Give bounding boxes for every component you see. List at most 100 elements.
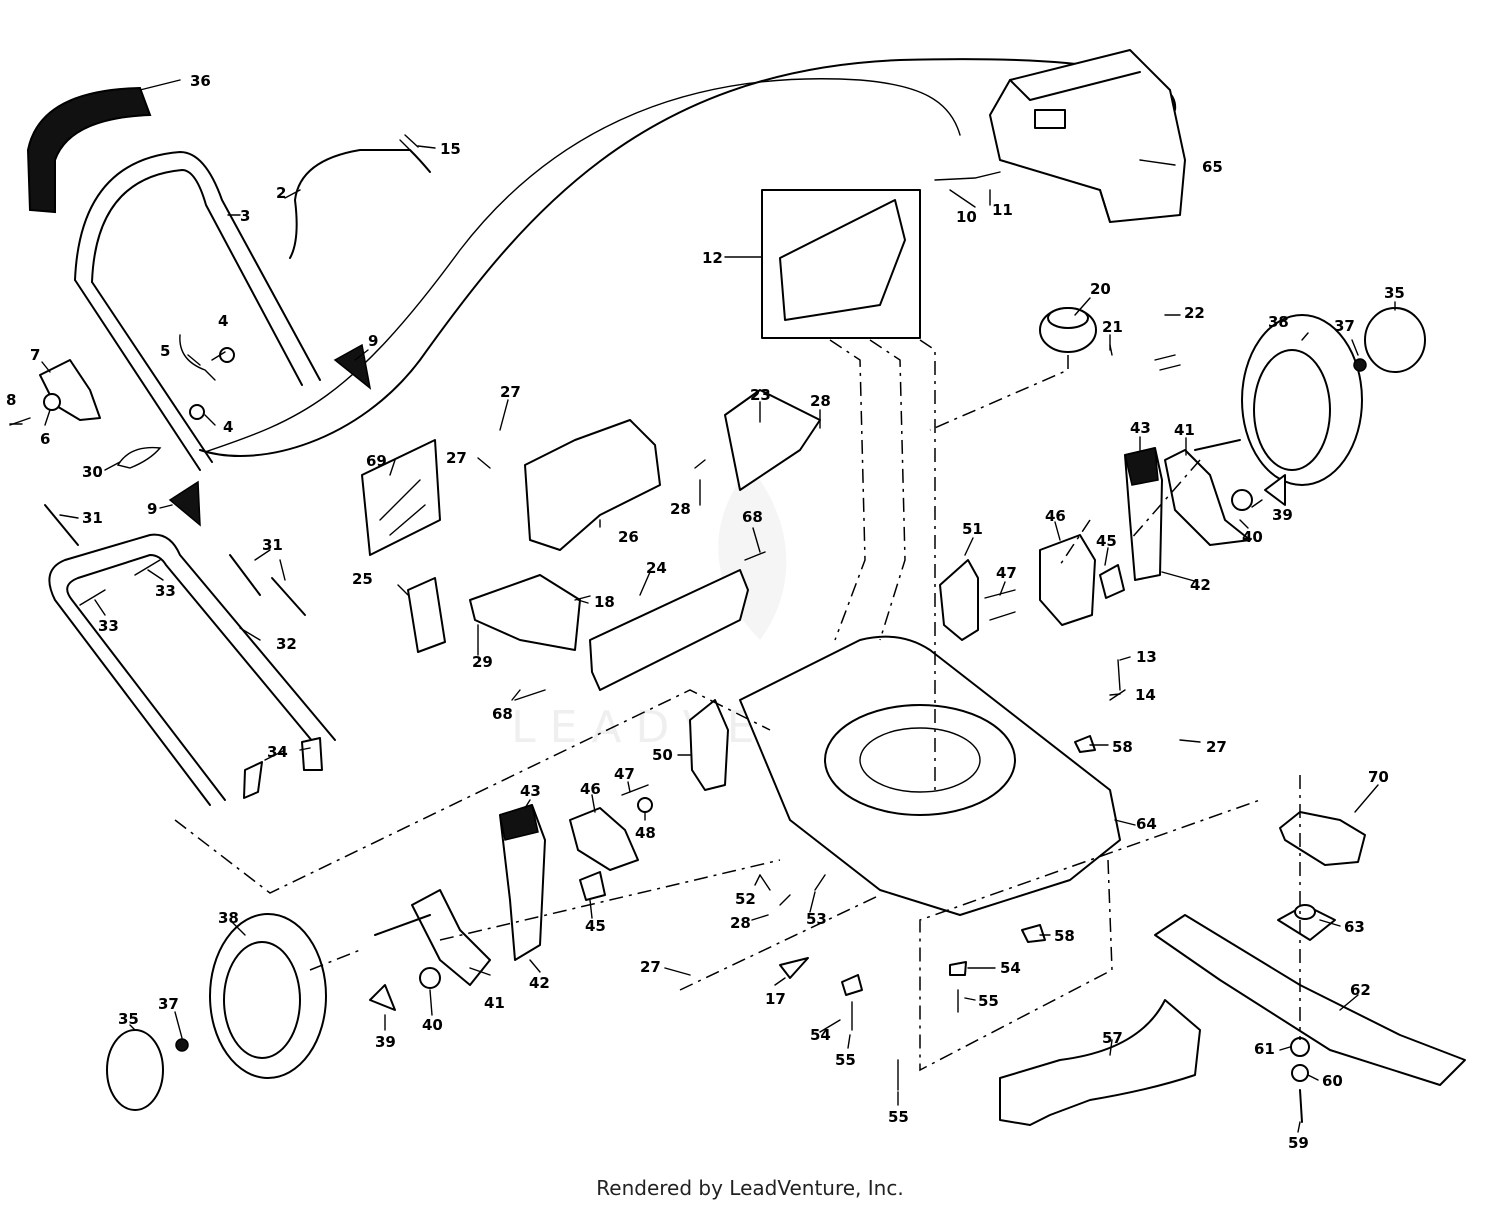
rear-hinge-left [407, 577, 446, 653]
callout-55b: 55 [835, 1051, 856, 1069]
hubcap-left [106, 1029, 164, 1111]
callout-12: 12 [702, 249, 723, 267]
callout-28c: 28 [730, 914, 751, 932]
callout-68b: 68 [742, 508, 763, 526]
callout-5: 5 [160, 342, 170, 360]
callout-28a: 28 [810, 392, 831, 410]
callout-37b: 37 [158, 995, 179, 1013]
callout-45b: 45 [585, 917, 606, 935]
callout-11: 11 [992, 201, 1013, 219]
handle-grip [26, 86, 152, 214]
callout-47a: 47 [996, 564, 1017, 582]
control-cable-end [204, 78, 961, 453]
callout-15: 15 [440, 140, 461, 158]
callout-labels: 36 15 2 3 4 5 9 7 8 6 4 30 9 31 31 33 33… [6, 72, 1405, 1152]
callout-61: 61 [1254, 1040, 1275, 1058]
callout-18: 18 [594, 593, 615, 611]
callout-2: 2 [276, 184, 286, 202]
callout-8: 8 [6, 391, 16, 409]
callout-55c: 55 [888, 1108, 909, 1126]
callout-43a: 43 [1130, 419, 1151, 437]
callout-53: 53 [806, 910, 827, 928]
callout-35b: 35 [118, 1010, 139, 1028]
callout-10: 10 [956, 208, 977, 226]
handle-knob-lower [168, 480, 201, 527]
callout-34: 34 [267, 743, 288, 761]
callout-35a: 35 [1384, 284, 1405, 302]
reference-lines [174, 339, 1301, 1072]
callout-21: 21 [1102, 318, 1123, 336]
operator-bail [289, 149, 431, 259]
callout-40a: 40 [1242, 528, 1263, 546]
callout-51: 51 [962, 520, 983, 538]
callout-38a: 38 [1268, 313, 1289, 331]
handle-knob-upper [333, 343, 372, 390]
axle-bracket-front-left [689, 699, 729, 791]
callout-24: 24 [646, 559, 667, 577]
callout-48: 48 [635, 824, 656, 842]
callout-14: 14 [1135, 686, 1156, 704]
deflector-70 [1279, 811, 1366, 866]
callout-69: 69 [366, 452, 387, 470]
callout-63: 63 [1344, 918, 1365, 936]
cutting-blade [1154, 914, 1466, 1086]
callout-29: 29 [472, 653, 493, 671]
callout-62: 62 [1350, 981, 1371, 999]
callout-17: 17 [765, 990, 786, 1008]
callout-25: 25 [352, 570, 373, 588]
callout-40b: 40 [422, 1016, 443, 1034]
callout-54b: 54 [810, 1026, 831, 1044]
callout-27a: 27 [500, 383, 521, 401]
callout-4b: 4 [223, 418, 233, 436]
hubcap-right [1364, 307, 1426, 373]
callout-39b: 39 [375, 1033, 396, 1051]
callout-42a: 42 [1190, 576, 1211, 594]
adjuster-plate-right [1039, 534, 1096, 626]
callout-26: 26 [618, 528, 639, 546]
height-bracket-right [1164, 449, 1251, 546]
callout-28b: 28 [670, 500, 691, 518]
callout-41b: 41 [484, 994, 505, 1012]
callout-70: 70 [1368, 768, 1389, 786]
callout-31a: 31 [82, 509, 103, 527]
callout-54a: 54 [1000, 959, 1021, 977]
callout-41a: 41 [1174, 421, 1195, 439]
callout-59: 59 [1288, 1134, 1309, 1152]
callout-58b: 58 [1054, 927, 1075, 945]
callout-27d: 27 [640, 958, 661, 976]
adjuster-plate-left [569, 807, 639, 871]
engine [989, 49, 1186, 223]
leader-lines [9, 79, 1396, 1133]
callout-52: 52 [735, 890, 756, 908]
callout-50: 50 [652, 746, 673, 764]
axle-bracket-rear-right [939, 559, 979, 641]
callout-33b: 33 [98, 617, 119, 635]
callout-36: 36 [190, 72, 211, 90]
callout-4a: 4 [218, 312, 228, 330]
mower-deck [739, 635, 1121, 916]
callout-9a: 9 [368, 332, 378, 350]
footer-credit: Rendered by LeadVenture, Inc. [596, 1176, 904, 1200]
callout-65: 65 [1202, 158, 1223, 176]
callout-33a: 33 [155, 582, 176, 600]
callout-45a: 45 [1096, 532, 1117, 550]
callout-22: 22 [1184, 304, 1205, 322]
callout-13: 13 [1136, 648, 1157, 666]
callout-43b: 43 [520, 782, 541, 800]
callout-60: 60 [1322, 1072, 1343, 1090]
callout-68a: 68 [492, 705, 513, 723]
callout-38b: 38 [218, 909, 239, 927]
callout-30: 30 [82, 463, 103, 481]
callout-64: 64 [1136, 815, 1157, 833]
callout-3: 3 [240, 207, 250, 225]
callout-23: 23 [750, 386, 771, 404]
callout-58a: 58 [1112, 738, 1133, 756]
rear-door [524, 419, 661, 551]
upper-handle [74, 151, 321, 381]
callout-20: 20 [1090, 280, 1111, 298]
rear-deflector [469, 574, 581, 651]
callout-6: 6 [40, 430, 50, 448]
callout-37a: 37 [1334, 317, 1355, 335]
callout-47b: 47 [614, 765, 635, 783]
